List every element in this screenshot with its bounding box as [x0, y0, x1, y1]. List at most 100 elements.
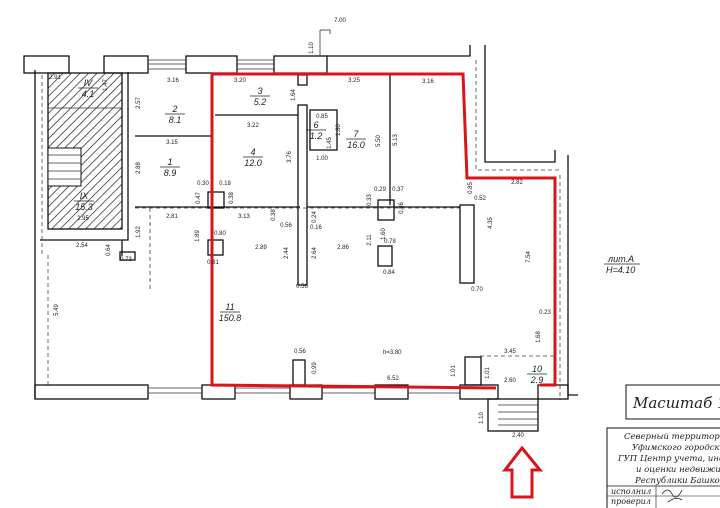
dimension-label: 0.85: [468, 182, 474, 194]
room-number: 7: [353, 129, 359, 139]
dimension-label: 0.84: [383, 270, 395, 276]
title-line-3: ГУП Центр учета, инвентар: [617, 454, 720, 464]
dimension-label: 0.86: [399, 202, 405, 214]
dimension-label: 0.29: [374, 187, 386, 193]
dimension-label: 0.33: [367, 194, 373, 206]
dimension-label: 1.60: [381, 228, 387, 240]
dimension-label: 2.60: [504, 378, 516, 384]
dimension-label: 2.82: [511, 180, 523, 186]
dimension-label: 1.64: [291, 89, 297, 101]
dimension-label: 2.11: [367, 234, 373, 246]
dimension-label: 7.00: [334, 18, 346, 24]
dimension-label: 0.78: [384, 239, 396, 245]
room-number: 2: [171, 104, 177, 114]
dimension-label: 2.88: [136, 162, 142, 174]
scale-box: [625, 384, 720, 420]
dimension-label: 2.86: [337, 245, 349, 251]
dimension-label: 2.95: [77, 216, 89, 222]
dimension-label: 4.35: [488, 217, 494, 229]
room-area: 150.8: [219, 313, 242, 323]
dimension-label: 1.10: [479, 412, 485, 424]
room-label: 35.2: [250, 86, 270, 107]
room-label: 28.1: [165, 104, 185, 125]
signature-scribble: [661, 489, 683, 503]
dimension-label: 3.25: [348, 78, 360, 84]
room-label: 102.9: [527, 364, 547, 385]
entrance-arrow-icon: [501, 445, 544, 499]
dimension-label: 0.18: [219, 181, 231, 187]
highlighted-premises-outline: [212, 72, 557, 387]
dimension-label: 0.23: [539, 310, 551, 316]
dimension-label: 2.54: [76, 243, 88, 249]
room-area: 15.3: [75, 202, 93, 212]
room-area: 8.9: [164, 168, 177, 178]
dimension-label: 3.15: [166, 140, 178, 146]
dimension-label: 0.73: [120, 257, 132, 263]
dimension-label: 2.91: [49, 75, 61, 81]
dimension-label: 0.16: [310, 225, 322, 231]
dimension-label: 3.16: [422, 79, 434, 85]
dimension-label: 0.30: [197, 181, 209, 187]
room-area: 1.2: [310, 131, 323, 141]
dimension-label: 2.57: [136, 97, 142, 109]
dimension-label: 0.81: [207, 260, 219, 266]
room-area: 2.9: [530, 375, 544, 385]
room-number: 1: [167, 157, 172, 167]
dimension-label: 0.85: [316, 114, 328, 120]
title-block: Северный территориальный Уфимского город…: [606, 427, 720, 508]
dimension-label: 0.52: [474, 196, 486, 202]
dimension-label: 7.54: [526, 251, 532, 263]
dimension-label: 1.92: [136, 226, 142, 238]
building-height: Н=4.10: [606, 265, 635, 275]
room-label: 18.9: [160, 157, 180, 178]
title-line-5: Республики Башкортост: [634, 475, 720, 486]
dimension-label: 0.38: [271, 209, 277, 221]
room-label: IV4.1: [78, 78, 98, 99]
dimension-label: 3.45: [504, 349, 516, 355]
dimension-label: 0.38: [229, 192, 235, 204]
title-line-2: Уфимского городского фи: [632, 443, 720, 453]
room-number: 4: [250, 147, 255, 157]
dimension-label: 3.76: [287, 151, 293, 163]
dimension-label: 0.37: [392, 187, 404, 193]
dimension-label: 0.24: [312, 211, 318, 223]
room-number: 6: [313, 120, 318, 130]
dimension-label: 0.70: [471, 287, 483, 293]
walls: [23, 29, 578, 432]
dimension-label: 2.44: [284, 247, 290, 259]
room-area: 16.0: [347, 140, 365, 150]
room-number: 3: [257, 86, 262, 96]
dimension-labels: 7.00 1.10 3.16 3.20 3.25 3.16 2.57 1.64 3.22 0.85…: [49, 18, 551, 439]
dimension-label: 3.16: [167, 78, 179, 84]
dimension-label: 0.99: [312, 362, 318, 374]
ceiling-height: h=3.80: [383, 350, 402, 356]
room-number: 11: [225, 302, 234, 312]
dimension-label: 2.89: [255, 245, 267, 251]
dimension-label: 0.56: [296, 284, 308, 290]
dimension-label: 1.89: [195, 230, 201, 242]
room-area: 12.0: [244, 158, 262, 168]
dimension-label: 1.01: [451, 365, 457, 377]
dimension-label: 3.22: [247, 123, 259, 129]
room-area: 5.2: [254, 97, 267, 107]
dimension-label: 5.13: [393, 134, 399, 146]
dimension-label: 1.80: [336, 124, 342, 136]
dimension-label: 3.20: [234, 78, 246, 84]
room-label: 412.0: [243, 147, 263, 168]
room-label: 61.2: [306, 120, 326, 141]
dimension-label: 0.47: [196, 192, 202, 204]
dimension-label: 2.40: [512, 433, 524, 439]
dimension-label: 0.56: [294, 349, 306, 355]
dimension-label: 1.01: [485, 367, 491, 379]
room-number: 10: [532, 364, 542, 374]
dimension-label: 1.45: [327, 137, 333, 149]
highlighted-premises-outline-lower: [210, 74, 497, 390]
dimension-label: 0.64: [106, 244, 112, 256]
dimension-label: 2.64: [312, 247, 318, 259]
room-area: 4.1: [82, 89, 95, 99]
dimension-label: 0.80: [214, 231, 226, 237]
